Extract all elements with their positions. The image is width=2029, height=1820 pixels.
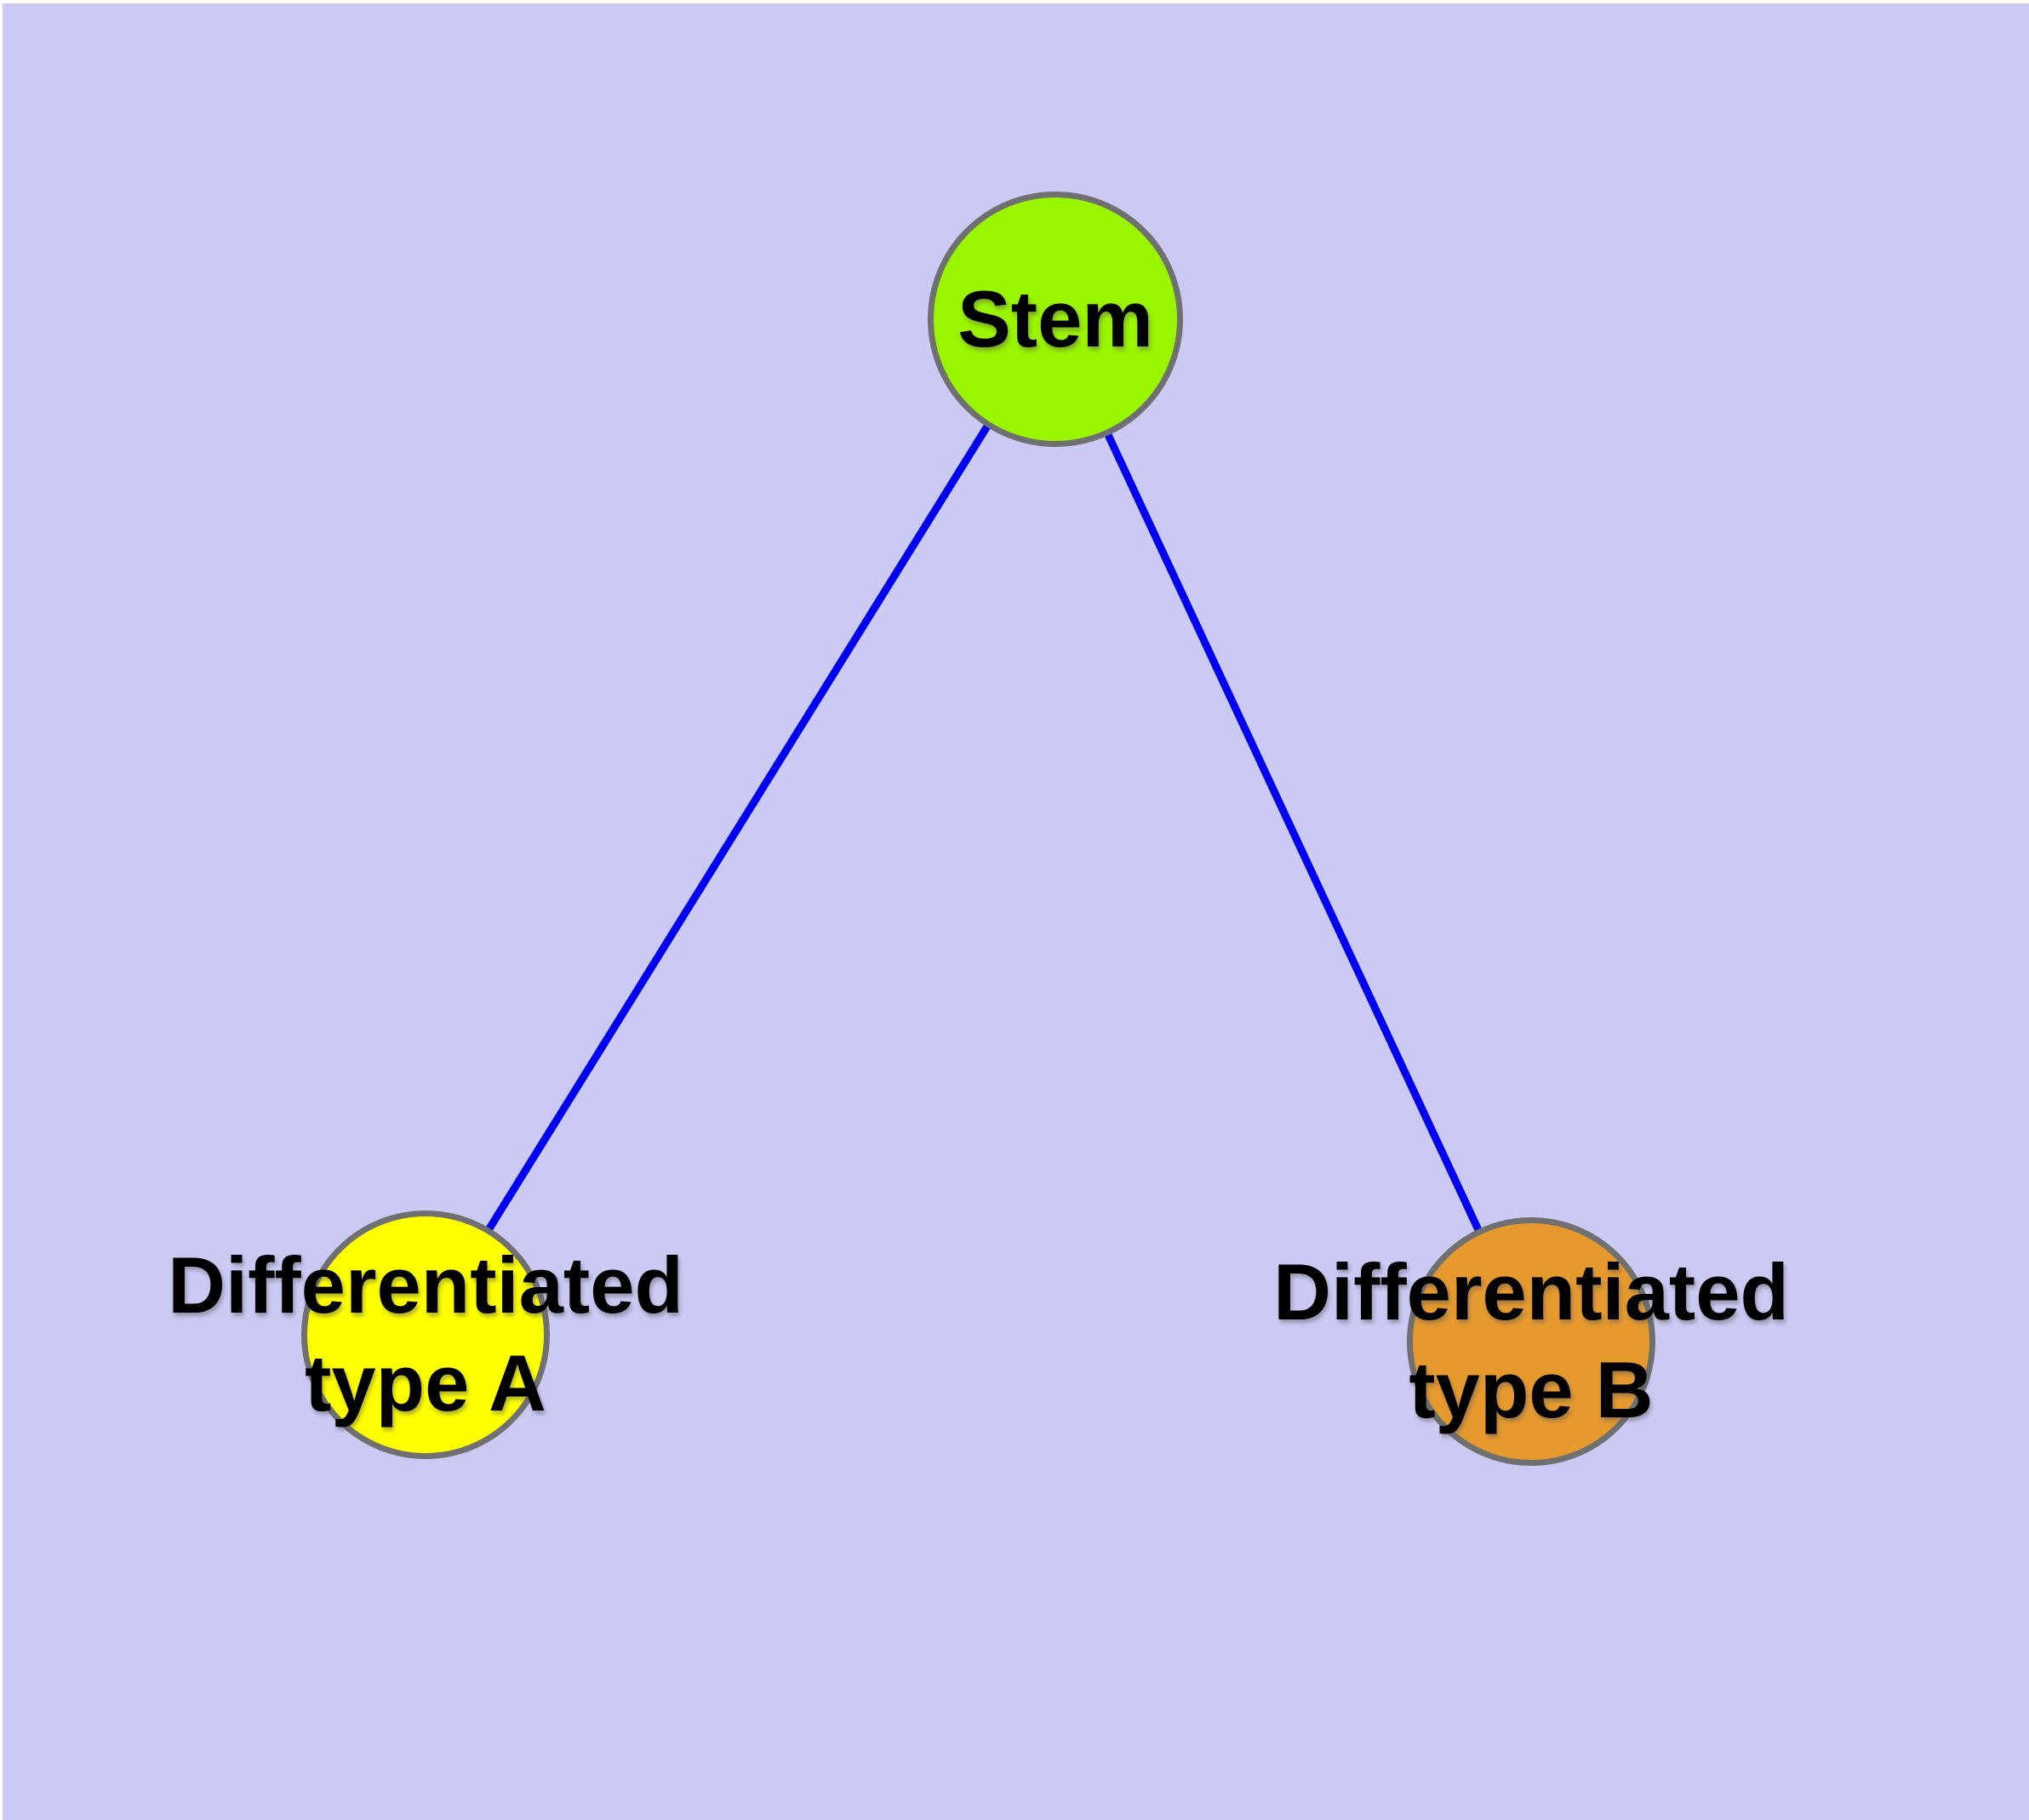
- label-line-2: type A: [305, 1337, 546, 1428]
- edge-stem-to-type-b: [1050, 317, 1533, 1341]
- node-differentiated-type-b: [1407, 1217, 1655, 1466]
- node-differentiated-type-a-label: Differentiated type A: [85, 1237, 766, 1432]
- label-line-1: Differentiated: [168, 1240, 683, 1330]
- node-stem: Stem: [928, 192, 1183, 447]
- node-differentiated-type-a: [301, 1210, 550, 1459]
- edge-stem-to-type-a: [421, 316, 1058, 1335]
- node-differentiated-type-b-label: Differentiated type B: [1191, 1244, 1872, 1439]
- node-stem-label: Stem: [957, 273, 1153, 363]
- label-line-1: Differentiated: [1273, 1247, 1789, 1336]
- label-line-2: type B: [1409, 1344, 1654, 1434]
- edge-layer: [421, 316, 1533, 1341]
